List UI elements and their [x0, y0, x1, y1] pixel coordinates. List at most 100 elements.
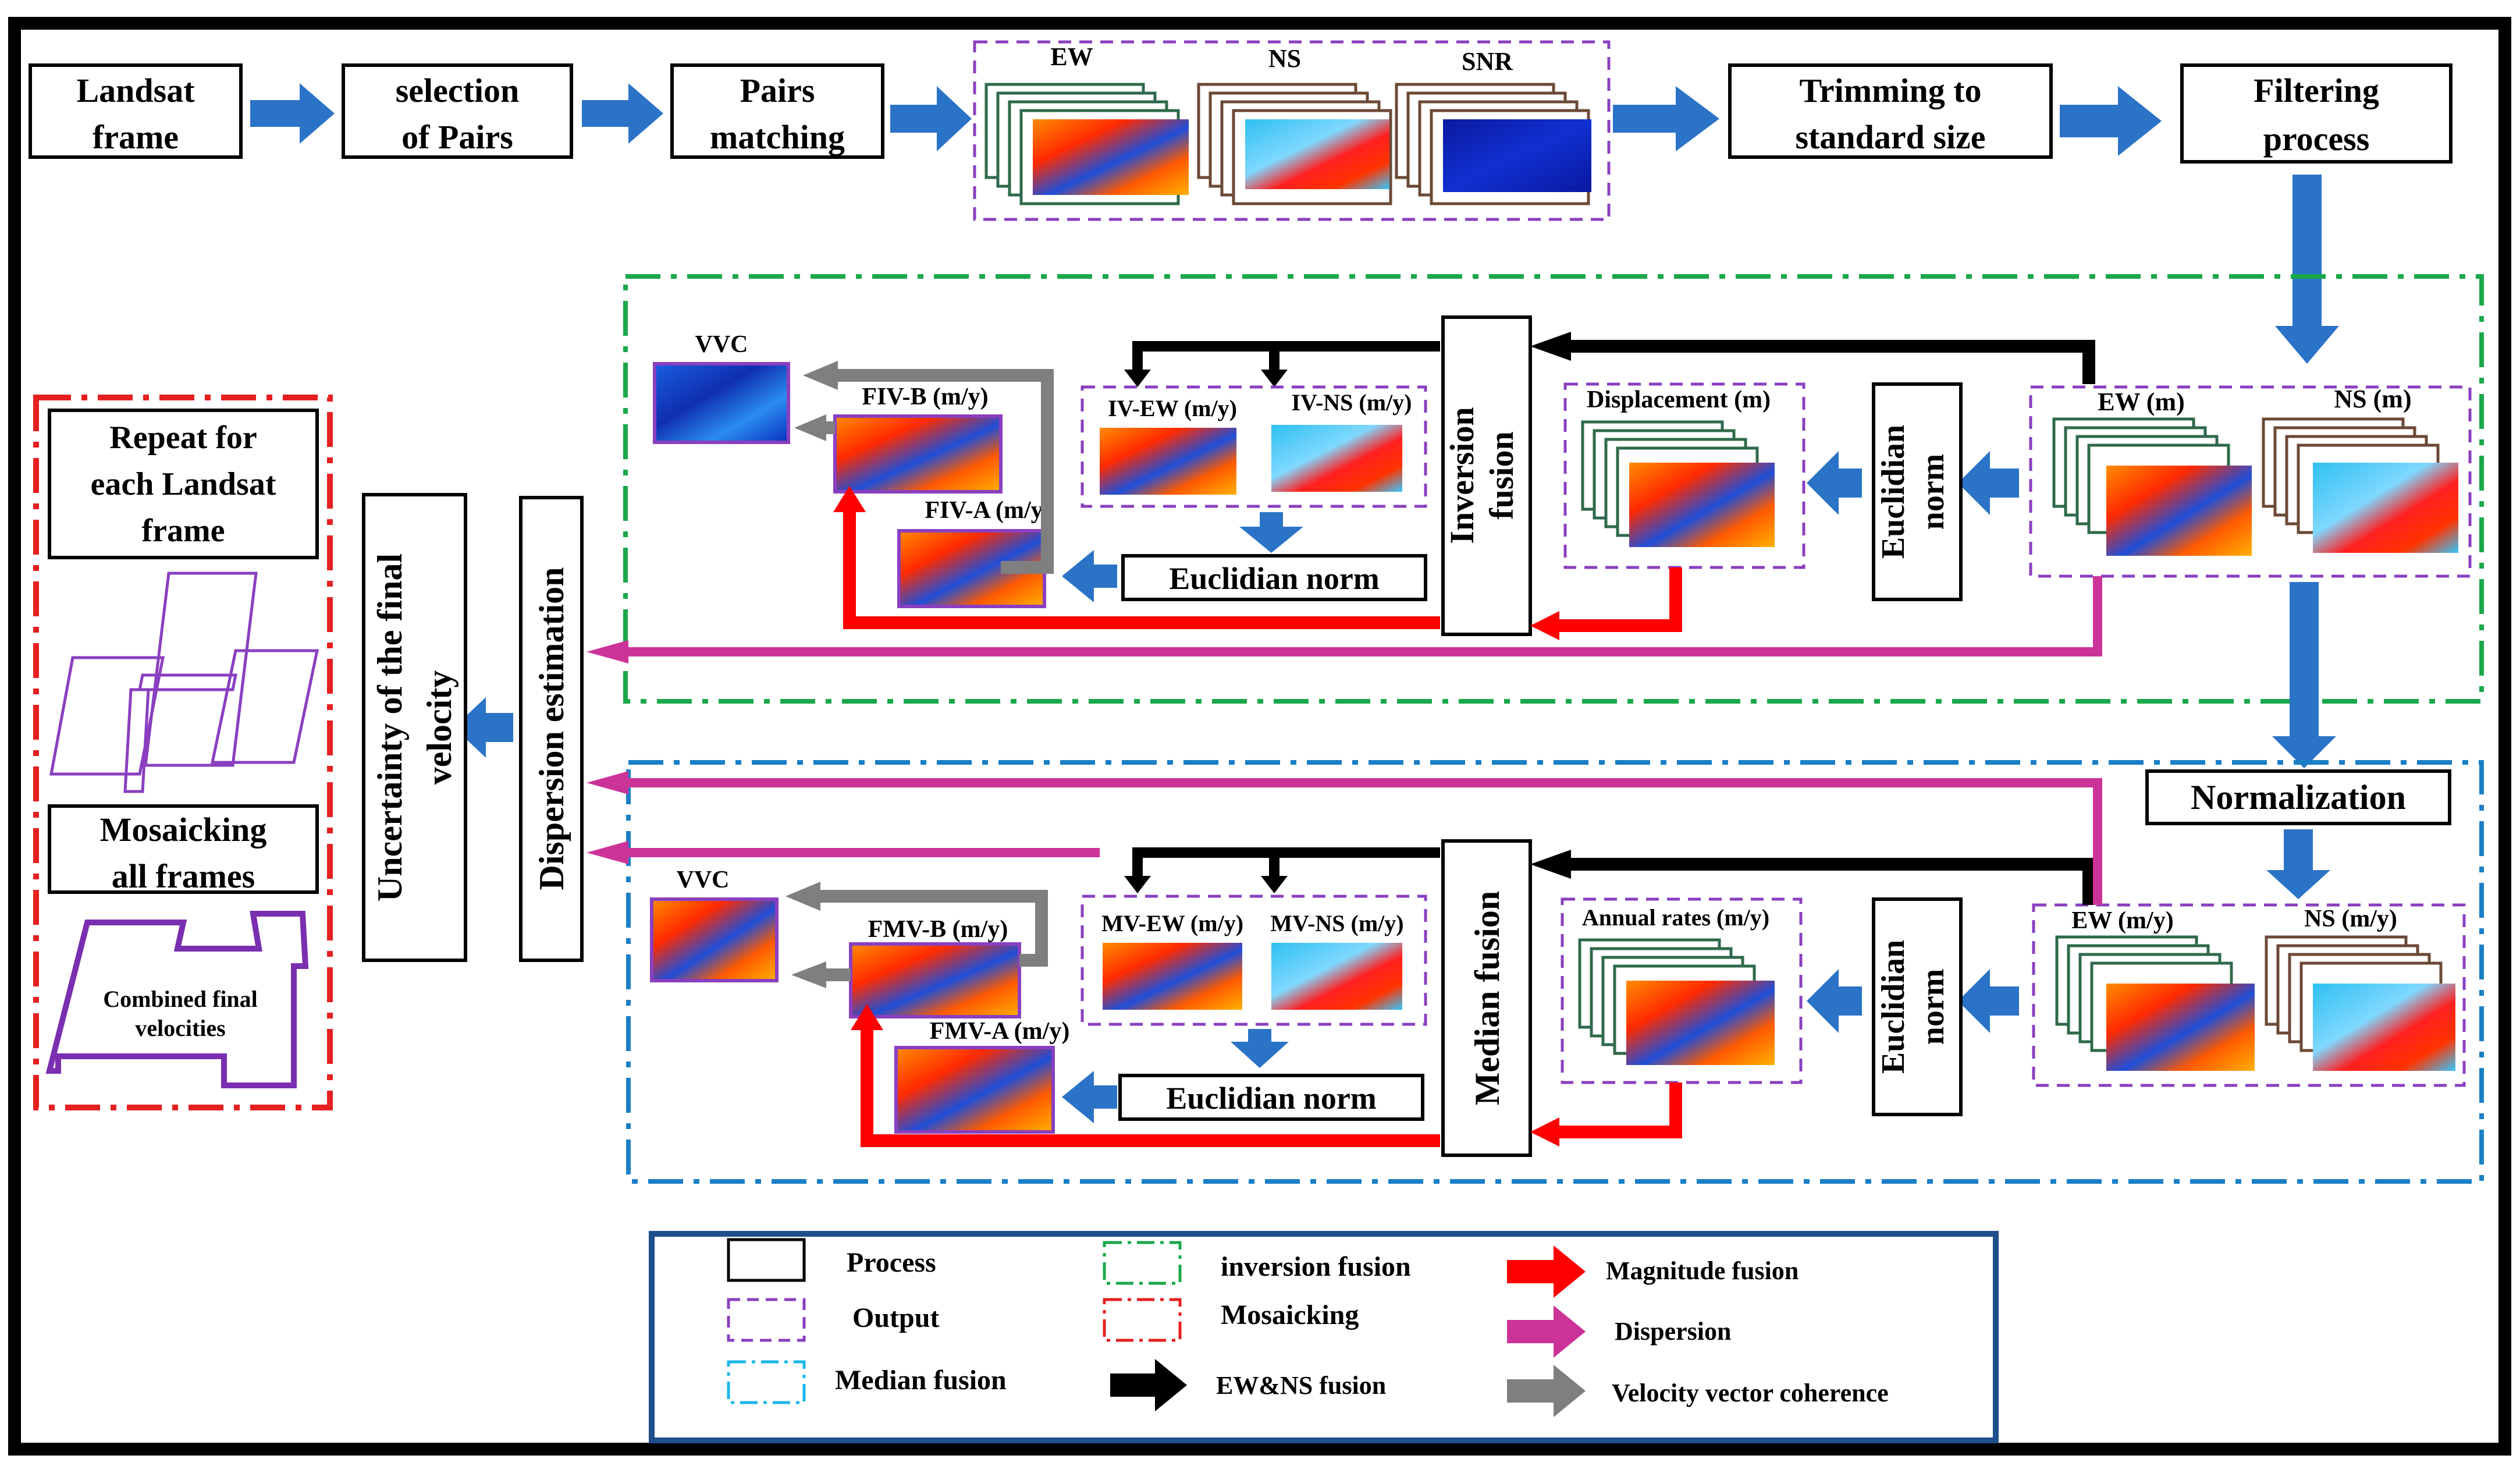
process-euclidian-norm-bottom: Euclidian norm [1872, 897, 1963, 1116]
combined-final-velocities: Combined final velocities [45, 911, 309, 1088]
process-text: Normalization [2191, 778, 2406, 817]
ewns-fusion-arrow-bottom [1124, 847, 2095, 905]
flow-arrow [1613, 86, 1719, 151]
flow-arrow [1062, 1071, 1117, 1123]
frame-outline [49, 656, 165, 776]
output-label-annual-rates: Annual rates (m/y) [1582, 904, 1769, 931]
legend-label-magnitude: Magnitude fusion [1606, 1257, 1799, 1285]
process-text: of Pairs [401, 118, 513, 156]
legend-frame [649, 1231, 1999, 1443]
output-label-fmv-b: FMV-B (m/y) [868, 916, 1008, 943]
output-ew-ns-my [2032, 903, 2466, 1087]
image-vvc-bottom [650, 897, 779, 982]
output-ew-ns-m [2029, 385, 2472, 578]
process-text: Dispersion estimation [532, 567, 571, 890]
process-text: norm [1915, 969, 1951, 1045]
process-repeat: Repeat for each Landsat frame [48, 409, 319, 559]
image-fiv-b [833, 414, 1003, 494]
outer-frame [8, 17, 2511, 1456]
image-iv-ns [1271, 425, 1402, 492]
output-label-vvc-top: VVC [695, 331, 748, 358]
process-text: Pairs [740, 72, 815, 109]
output-label-combined: velocities [135, 1015, 226, 1041]
flow-arrow-down [2272, 582, 2336, 768]
stack-displacement [1581, 420, 1775, 547]
process-euclidian-norm-top: Euclidian norm [1872, 382, 1963, 601]
legend-label-ewns: EW&NS fusion [1216, 1371, 1386, 1400]
output-label-mv-ew: MV-EW (m/y) [1101, 910, 1243, 936]
image-fmv-b [849, 942, 1021, 1018]
frame-outline [137, 673, 238, 691]
process-text: Euclidian norm [1166, 1081, 1377, 1116]
output-label-snr: SNR [1462, 47, 1513, 76]
process-euclidian-norm-h-top: Euclidian norm [1121, 554, 1427, 601]
region-median-fusion [626, 760, 2484, 1184]
process-text: Inversion [1443, 407, 1481, 544]
stack-ns [1197, 83, 1392, 205]
process-median-fusion: Median fusion [1441, 839, 1532, 1157]
flow-arrow-down [2275, 175, 2339, 364]
process-euclidian-norm-h-bottom: Euclidian norm [1118, 1074, 1424, 1121]
output-label-ew-m: EW (m) [2098, 388, 2185, 416]
process-landsat-frame: Landsat frame [29, 63, 243, 159]
dispersion-arrow-bottom [587, 771, 2102, 905]
legend-swatch-output [727, 1298, 806, 1342]
process-text: velocity [420, 670, 458, 785]
stack-ew [984, 83, 1189, 205]
legend-arrow-vvc [1507, 1365, 1586, 1417]
stack-ns-m [2262, 417, 2458, 553]
magnitude-arrow-top [833, 486, 1682, 640]
output-label-fiv-b: FIV-B (m/y) [862, 384, 988, 410]
output-ew-ns-snr [973, 40, 1611, 221]
combined-outline [45, 911, 309, 1088]
flow-arrow [1807, 969, 1862, 1033]
legend-label-mosaic: Mosaicking [1221, 1300, 1359, 1330]
image-annual-rates [1626, 981, 1775, 1065]
legend-swatch-mosaic [1103, 1298, 1182, 1342]
output-label-iv-ew: IV-EW (m/y) [1108, 395, 1237, 421]
flow-arrow-down [2266, 829, 2330, 899]
image-iv-ew [1100, 428, 1236, 495]
flow-arrows-top [250, 83, 2339, 364]
flow-arrow [250, 83, 335, 144]
image-ew-m [2106, 466, 2252, 556]
ewns-fusion-arrow-top [1124, 332, 2095, 387]
output-label-iv-ns: IV-NS (m/y) [1291, 389, 1412, 416]
flow-arrow-down [1239, 512, 1303, 553]
flow-arrow [1958, 969, 2019, 1033]
output-label-ew: EW [1050, 42, 1093, 71]
flow-arrow [582, 83, 663, 144]
output-label-ew-my: EW (m/y) [2071, 907, 2173, 934]
process-normalization: Normalization [2145, 769, 2451, 825]
output-label-fmv-a: FMV-A (m/y) [930, 1018, 1070, 1045]
process-pairs-matching: Pairs matching [670, 63, 884, 159]
output-mv-ew-ns [1080, 895, 1427, 1026]
process-filtering: Filtering process [2180, 63, 2453, 164]
image-ns [1245, 119, 1389, 189]
legend-arrow-ewns [1110, 1359, 1187, 1411]
process-text: norm [1915, 454, 1951, 530]
image-mv-ew [1103, 943, 1242, 1010]
process-text: each Landsat [91, 466, 276, 502]
process-mosaicking: Mosaicking all frames [48, 804, 319, 895]
dispersion-arrow-top [587, 576, 2102, 663]
image-displacement [1629, 463, 1775, 547]
image-snr [1443, 119, 1591, 192]
process-text: process [2263, 120, 2370, 158]
flow-arrow [454, 697, 513, 758]
process-text: all frames [112, 857, 255, 895]
output-label-ns-m: NS (m) [2334, 385, 2411, 413]
legend: Process Output Median fusion inversion f… [727, 1238, 1889, 1417]
process-text: matching [710, 118, 845, 156]
flow-arrow-down [1231, 1029, 1289, 1068]
process-selection-of-pairs: selection of Pairs [342, 63, 573, 159]
process-text: frame [93, 118, 179, 156]
legend-swatch-process [727, 1238, 806, 1282]
process-text: frame [141, 513, 225, 549]
frames-footprint [49, 572, 319, 793]
legend-arrow-magnitude [1507, 1245, 1586, 1298]
output-label-displacement: Displacement (m) [1587, 386, 1771, 413]
output-label-vvc-bottom: VVC [677, 867, 730, 893]
image-ns-m [2313, 463, 2458, 553]
